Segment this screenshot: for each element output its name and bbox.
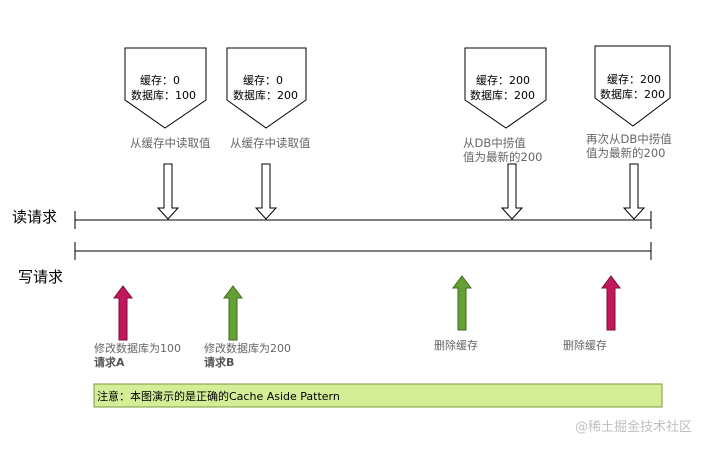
db-value-3: 数据库：200	[470, 88, 535, 102]
read-lane-label: 读请求	[12, 208, 57, 226]
read-note-1: 从缓存中读取值	[130, 136, 211, 150]
cache-box-2: 缓存：0 数据库：200	[226, 47, 307, 129]
write-action-3: 删除缓存	[434, 338, 478, 352]
read-arrow-3	[500, 163, 524, 220]
write-arrow-1	[113, 285, 133, 341]
note-box: 注意：本图演示的是正确的Cache Aside Pattern	[93, 383, 663, 408]
write-action-1: 修改数据库为100	[94, 341, 181, 355]
db-value-1: 数据库：100	[131, 88, 196, 102]
db-value-4: 数据库：200	[600, 87, 665, 101]
read-timeline	[74, 211, 652, 229]
write-arrow-2	[223, 285, 243, 341]
cache-box-3: 缓存：200 数据库：200	[464, 47, 547, 129]
read-note-4: 再次从DB中捞值	[586, 132, 672, 146]
write-arrow-4	[601, 275, 621, 331]
cache-value-1: 缓存：0	[140, 73, 180, 87]
watermark: @稀土掘金技术社区	[575, 419, 692, 435]
read-note-2: 从缓存中读取值	[230, 136, 311, 150]
write-action-2: 修改数据库为200	[204, 341, 291, 355]
write-arrow-3	[452, 275, 472, 331]
read-arrow-1	[156, 163, 180, 220]
cache-value-3: 缓存：200	[476, 73, 530, 87]
write-action-4: 删除缓存	[563, 338, 607, 352]
read-note-4b: 值为最新的200	[586, 146, 665, 160]
cache-box-1: 缓存：0 数据库：100	[124, 47, 207, 129]
note-text: 注意：本图演示的是正确的Cache Aside Pattern	[97, 389, 340, 403]
write-lane-label: 写请求	[18, 268, 63, 286]
write-name-2: 请求B	[204, 355, 234, 369]
cache-value-2: 缓存：0	[243, 73, 283, 87]
read-note-3: 从DB中捞值	[463, 136, 526, 150]
read-arrow-2	[254, 163, 278, 220]
read-arrow-4	[622, 163, 646, 220]
write-name-1: 请求A	[94, 355, 125, 369]
cache-box-4: 缓存：200 数据库：200	[594, 45, 671, 127]
db-value-2: 数据库：200	[233, 88, 298, 102]
cache-value-4: 缓存：200	[607, 72, 661, 86]
read-note-3b: 值为最新的200	[463, 150, 542, 164]
write-timeline	[74, 242, 652, 260]
